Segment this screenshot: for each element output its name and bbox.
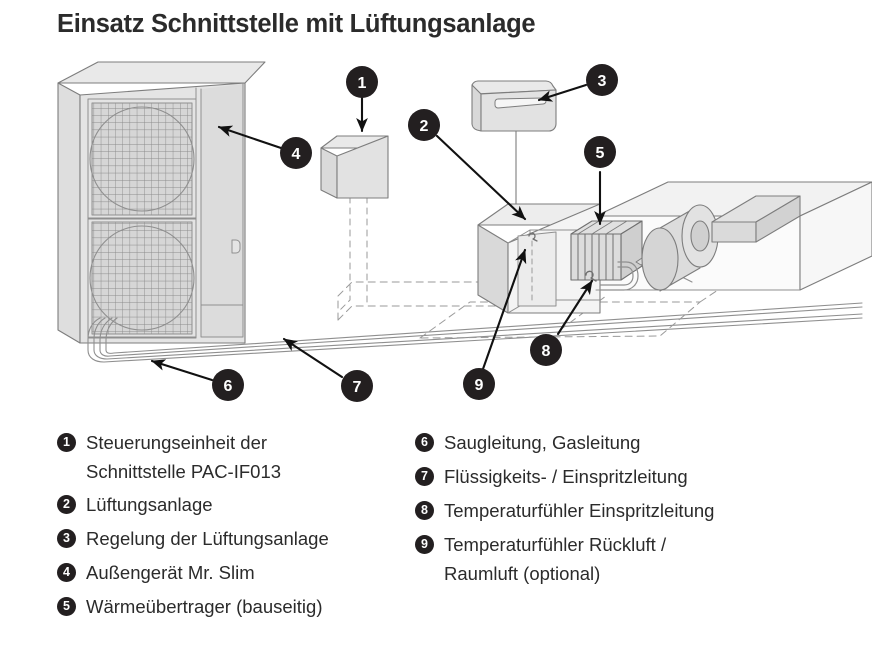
callout-badge-3-label: 3 xyxy=(598,73,607,90)
callout-badge-5-label: 5 xyxy=(596,145,605,162)
callout-badge-8-label: 8 xyxy=(542,343,551,360)
legend-text-9: Temperaturfühler Rückluft / Raumluft (op… xyxy=(444,534,667,584)
callout-badge-7-label: 7 xyxy=(353,379,362,396)
legend-item-8: 8 Temperaturfühler Einspritzleitung xyxy=(415,496,855,526)
outdoor-unit xyxy=(57,61,266,344)
legend-column-right: 6 Saugleitung, Gasleitung 7 Flüssigkeits… xyxy=(415,428,855,592)
callout-badge-2[interactable]: 2 xyxy=(408,109,440,141)
legend-item-4: 4 Außengerät Mr. Slim xyxy=(57,558,407,588)
legend-text-1: Steuerungseinheit der Schnittstelle PAC-… xyxy=(86,432,282,482)
callout-badge-6-label: 6 xyxy=(224,378,233,395)
legend-item-1: 1 Steuerungseinheit der Schnittstelle PA… xyxy=(57,428,407,486)
legend-text-3: Regelung der Lüftungsanlage xyxy=(86,528,329,549)
legend-item-2: 2 Lüftungsanlage xyxy=(57,490,407,520)
legend-column-left: 1 Steuerungseinheit der Schnittstelle PA… xyxy=(57,428,407,626)
callout-badge-4[interactable]: 4 xyxy=(280,137,312,169)
legend-badge-8: 8 xyxy=(415,501,434,520)
legend-item-5: 5 Wärmeübertrager (bauseitig) xyxy=(57,592,407,622)
blower-fan xyxy=(641,195,801,292)
legend-badge-3: 3 xyxy=(57,529,76,548)
legend-badge-6: 6 xyxy=(415,433,434,452)
regulation-box xyxy=(471,80,557,216)
callout-leaders xyxy=(150,83,606,382)
callout-badge-1[interactable]: 1 xyxy=(346,66,378,98)
callout-badge-6[interactable]: 6 xyxy=(212,369,244,401)
legend-item-6: 6 Saugleitung, Gasleitung xyxy=(415,428,855,458)
legend-text-4: Außengerät Mr. Slim xyxy=(86,562,255,583)
callout-badge-9[interactable]: 9 xyxy=(463,368,495,400)
legend: 1 Steuerungseinheit der Schnittstelle PA… xyxy=(0,428,872,651)
callout-badge-9-label: 9 xyxy=(475,377,484,394)
legend-text-5: Wärmeübertrager (bauseitig) xyxy=(86,596,323,617)
legend-item-7: 7 Flüssigkeits- / Einspritzleitung xyxy=(415,462,855,492)
legend-badge-9: 9 xyxy=(415,535,434,554)
callout-badge-7[interactable]: 7 xyxy=(341,370,373,402)
legend-badge-7: 7 xyxy=(415,467,434,486)
callout-badge-8[interactable]: 8 xyxy=(530,334,562,366)
callout-badge-5[interactable]: 5 xyxy=(584,136,616,168)
legend-text-7: Flüssigkeits- / Einspritzleitung xyxy=(444,466,688,487)
legend-badge-1: 1 xyxy=(57,433,76,452)
legend-badge-5: 5 xyxy=(57,597,76,616)
legend-text-6: Saugleitung, Gasleitung xyxy=(444,432,641,453)
legend-text-2: Lüftungsanlage xyxy=(86,494,213,515)
callout-badge-2-label: 2 xyxy=(420,118,429,135)
legend-badge-4: 4 xyxy=(57,563,76,582)
page-title: Einsatz Schnittstelle mit Lüftungsanlage xyxy=(57,10,536,38)
control-unit xyxy=(320,135,389,311)
legend-text-8: Temperaturfühler Einspritzleitung xyxy=(444,500,715,521)
sensor-return-air xyxy=(528,232,538,303)
callout-badge-4-label: 4 xyxy=(292,146,301,163)
callout-badges: 1 2 3 4 5 xyxy=(212,64,618,402)
legend-item-3: 3 Regelung der Lüftungsanlage xyxy=(57,524,407,554)
legend-item-9: 9 Temperaturfühler Rückluft / Raumluft (… xyxy=(415,530,855,588)
callout-badge-3[interactable]: 3 xyxy=(586,64,618,96)
legend-badge-2: 2 xyxy=(57,495,76,514)
refrigerant-piping xyxy=(87,302,863,363)
technical-diagram: 1 2 3 4 5 xyxy=(57,61,872,402)
callout-badge-1-label: 1 xyxy=(358,75,367,92)
